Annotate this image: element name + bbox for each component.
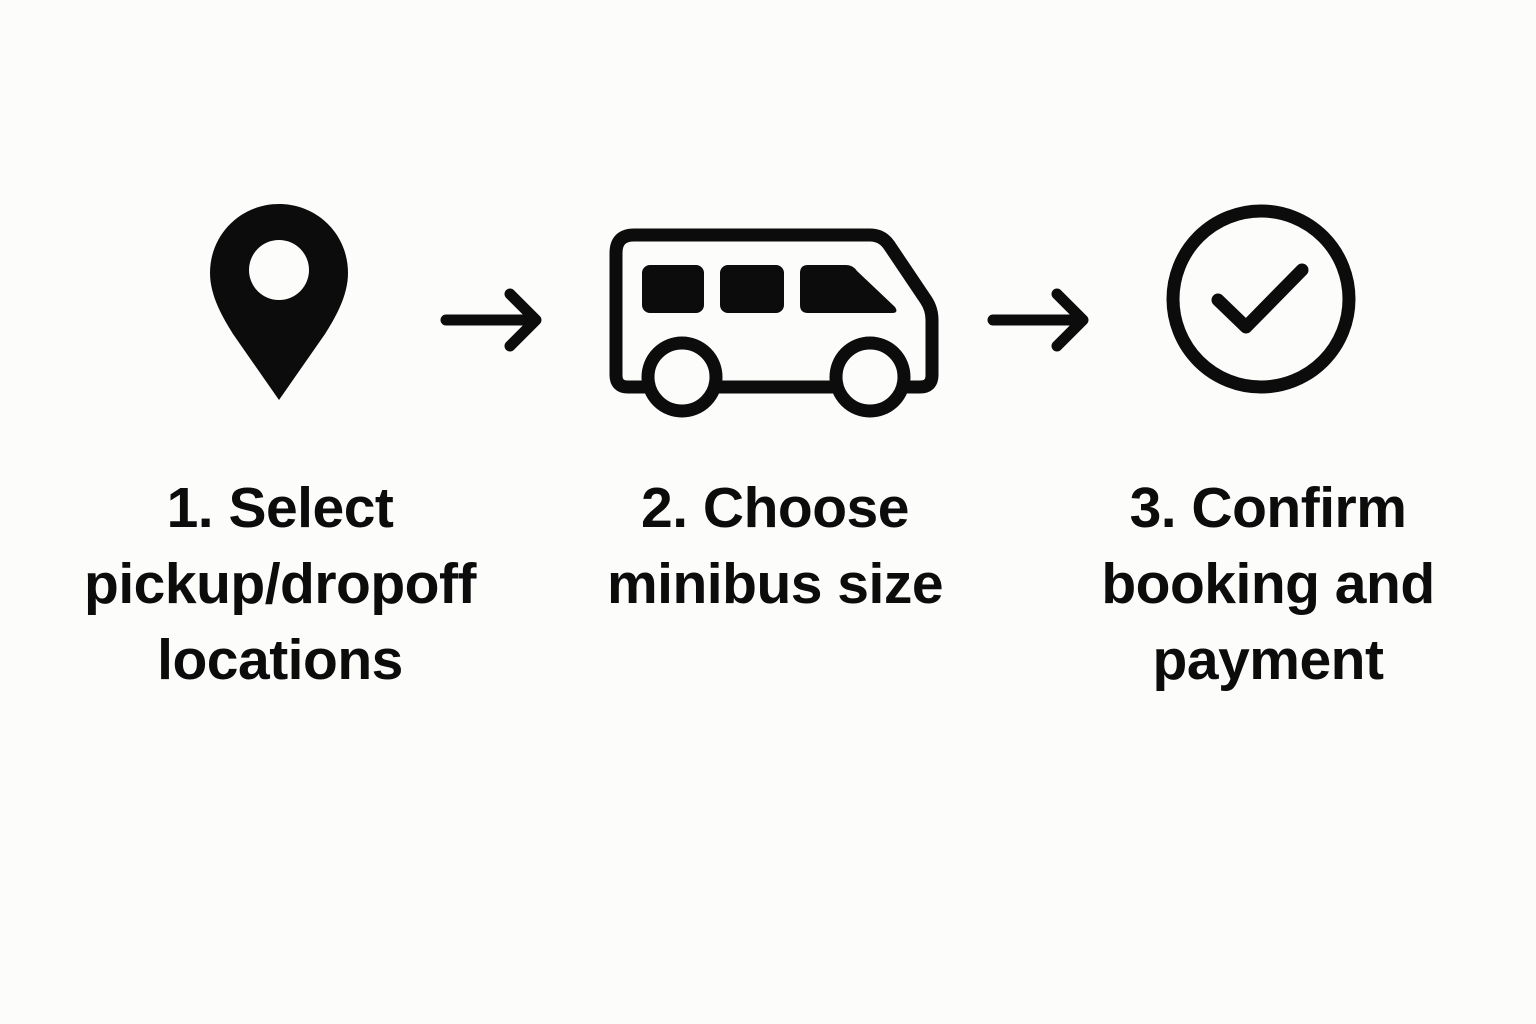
step-2-label: 2. Choose minibus size (555, 470, 995, 622)
minibus-icon (609, 228, 939, 418)
step-3-line-2: booking and (1101, 552, 1435, 616)
step-2-line-2: minibus size (606, 552, 944, 616)
step-2-line-1: 2. Choose (641, 476, 909, 540)
step-3-line-1: 3. Confirm (1129, 476, 1407, 540)
step-3-label: 3. Confirm booking and payment (1048, 470, 1488, 698)
arrow-right-icon (987, 288, 1089, 352)
step-3-line-3: payment (1152, 628, 1384, 692)
step-1-line-1: 1. Select (166, 476, 394, 540)
arrow-right-icon (440, 288, 542, 352)
step-1-label: 1. Select pickup/dropoff locations (60, 470, 500, 698)
location-pin-icon (210, 204, 348, 400)
step-1-line-3: locations (157, 628, 403, 692)
step-1-line-2: pickup/dropoff (84, 552, 476, 616)
checkmark-circle-icon (1166, 204, 1356, 394)
